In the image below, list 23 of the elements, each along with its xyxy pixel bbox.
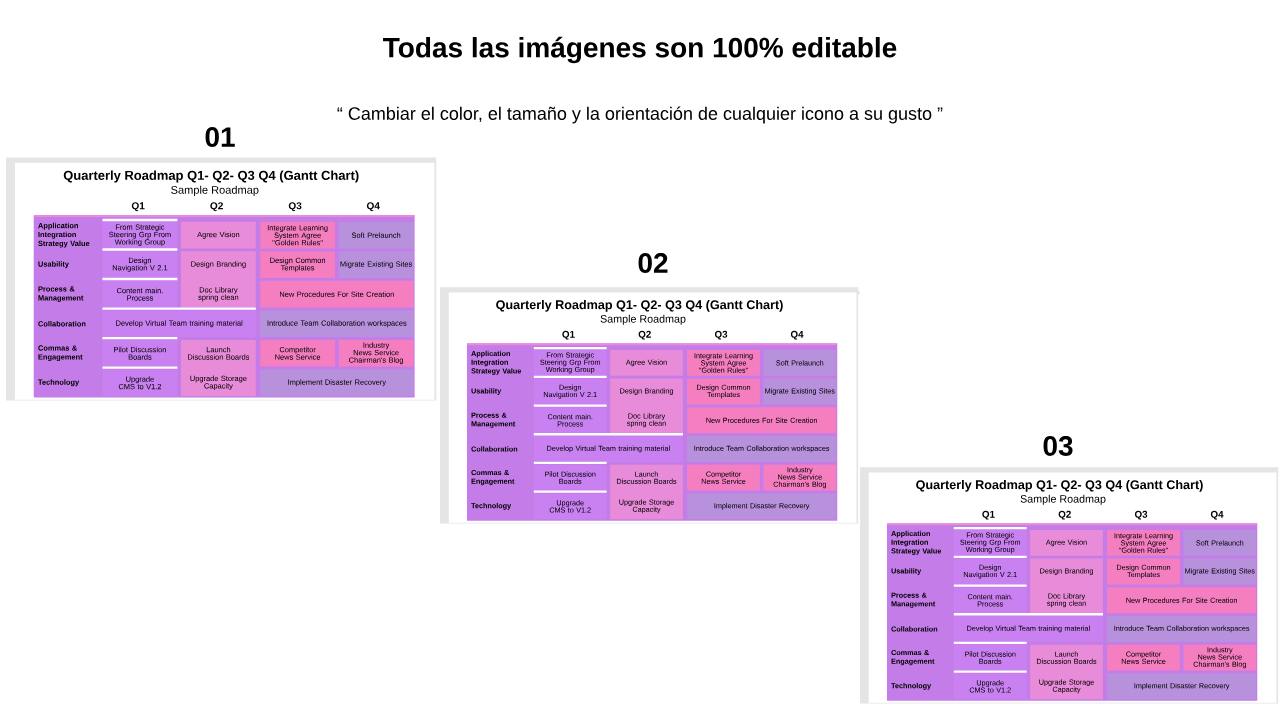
column-header: Q3 [1134, 510, 1148, 520]
chart-subtitle: Sample Roadmap [600, 314, 686, 325]
slide-number: 03 [1043, 436, 1073, 456]
chart-title: Quarterly Roadmap Q1- Q2- Q3 Q4 (Gantt Chart) [916, 479, 1203, 492]
column-header: Q3 [714, 330, 728, 340]
column-header: Q2 [210, 202, 223, 212]
column-header: Q1 [982, 510, 995, 520]
chart-title: Quarterly Roadmap Q1- Q2- Q3 Q4 (Gantt Chart) [496, 299, 783, 312]
chart-subtitle: Sample Roadmap [171, 185, 259, 197]
column-header: Q4 [1210, 510, 1224, 520]
subtitle: “ Cambiar el color, el tamaño y la orientación de cualquier icono a su gusto ” [337, 106, 943, 124]
page-title: Todas las imágenes son 100% editable [383, 36, 897, 64]
column-header: Q3 [288, 202, 302, 212]
column-header: Q1 [131, 202, 145, 212]
slide-number: 02 [638, 253, 668, 273]
chart-subtitle: Sample Roadmap [1020, 494, 1106, 505]
column-header: Q4 [366, 202, 380, 212]
column-header: Q2 [638, 330, 651, 340]
chart-title: Quarterly Roadmap Q1- Q2- Q3 Q4 (Gantt Chart) [63, 170, 359, 183]
slide-number: 01 [205, 127, 235, 147]
column-header: Q1 [562, 330, 575, 340]
column-header: Q4 [790, 330, 804, 340]
column-header: Q2 [1058, 510, 1071, 520]
